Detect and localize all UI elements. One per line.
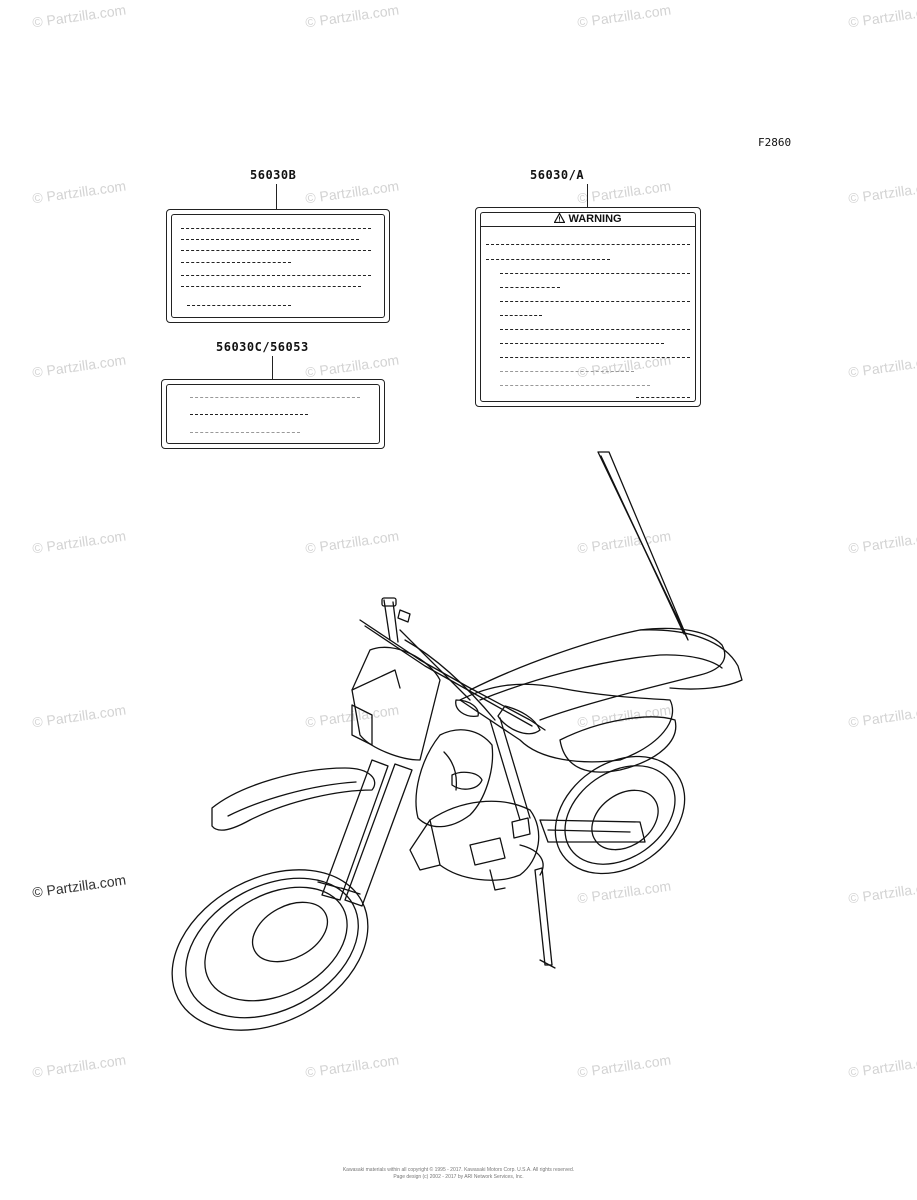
rear-wheel — [554, 755, 686, 875]
text-line — [190, 414, 308, 415]
label-plate-border — [166, 384, 380, 444]
text-line — [500, 343, 664, 344]
front-fork — [317, 759, 413, 907]
rear-fender — [639, 629, 743, 690]
front-fender — [211, 767, 376, 831]
text-line — [500, 329, 690, 330]
front-wheel — [171, 869, 369, 1031]
text-line — [500, 357, 690, 358]
label-plate-border — [171, 214, 385, 318]
part-number-56030c-56053[interactable]: 56030C/56053 — [216, 340, 309, 354]
kickstand — [534, 867, 553, 966]
text-line — [181, 286, 361, 287]
text-line — [187, 305, 291, 306]
text-line — [500, 385, 650, 386]
swingarm — [539, 819, 646, 843]
handlebar — [359, 597, 546, 735]
engine — [409, 800, 544, 891]
text-line — [500, 287, 560, 288]
leader-line — [276, 184, 277, 210]
text-line — [190, 432, 300, 433]
radiator-shroud — [415, 729, 494, 828]
fuel-tank — [459, 683, 674, 763]
seat — [469, 627, 726, 721]
text-line — [181, 239, 359, 240]
footer-copyright: Kawasaki materials within all copyright … — [342, 1167, 575, 1173]
text-line — [636, 397, 690, 398]
label-plate-56030c[interactable] — [161, 379, 385, 449]
side-panel — [559, 716, 677, 773]
text-line — [181, 262, 291, 263]
text-line — [500, 273, 690, 274]
figure-code: F2860 — [758, 136, 792, 149]
text-line — [500, 371, 634, 372]
leader-line — [272, 356, 273, 380]
part-number-56030a[interactable]: 56030/A — [530, 168, 585, 182]
text-line — [500, 315, 542, 316]
warning-label-plate[interactable]: WARNING — [475, 207, 701, 407]
text-line — [500, 301, 690, 302]
label-plate-56030b[interactable] — [166, 209, 390, 323]
leader-line — [587, 184, 588, 208]
warning-heading-text: WARNING — [568, 213, 622, 225]
text-line — [486, 244, 690, 245]
text-line — [181, 250, 371, 251]
text-line — [181, 275, 371, 276]
warning-heading: WARNING — [481, 212, 695, 227]
footer-page-design: Page design (c) 2002 - 2017 by ARI Netwo… — [393, 1174, 524, 1180]
part-number-56030b[interactable]: 56030B — [250, 168, 297, 182]
text-line — [181, 228, 371, 229]
number-plate — [351, 646, 441, 761]
frame — [489, 717, 531, 821]
text-line — [486, 259, 610, 260]
warning-triangle-icon — [553, 212, 566, 224]
label-plate-border — [480, 212, 696, 402]
text-line — [190, 397, 360, 398]
